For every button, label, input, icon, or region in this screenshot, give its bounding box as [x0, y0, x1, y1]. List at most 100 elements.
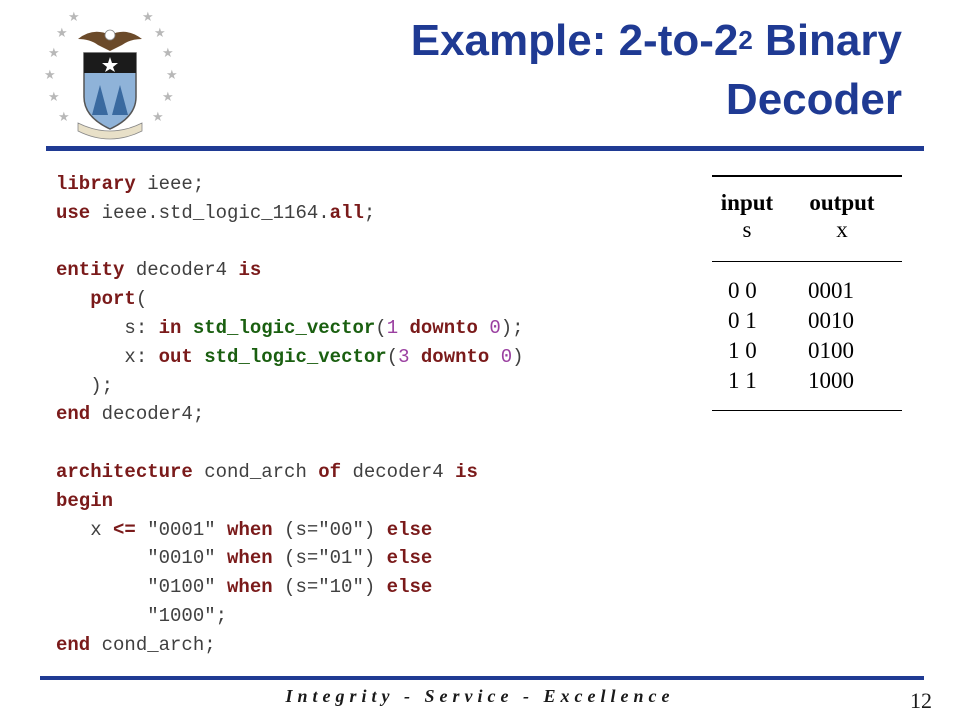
code-token: in	[158, 316, 182, 339]
title-superscript: 2	[738, 25, 753, 55]
code-token: decoder4	[124, 259, 239, 282]
code-line: ​	[56, 429, 524, 458]
svg-text:★: ★	[152, 110, 164, 125]
code-token: begin	[56, 489, 114, 512]
code-token: (s="10")	[272, 576, 387, 599]
table-row: 0 1 0010	[712, 306, 902, 336]
code-token: end	[56, 633, 91, 656]
code-line: port(	[56, 285, 524, 314]
code-token: is	[455, 460, 478, 483]
svg-text:★: ★	[162, 46, 174, 61]
code-token	[398, 317, 409, 339]
code-token: 3	[398, 345, 410, 368]
table-cell-output: 0100	[808, 337, 854, 363]
code-token: end	[56, 403, 91, 426]
code-token: 0	[489, 316, 501, 339]
code-token: "0010"	[56, 547, 228, 570]
code-line: s: in std_logic_vector(1 downto 0);	[56, 314, 524, 343]
code-token: all	[329, 201, 364, 224]
svg-text:★: ★	[58, 110, 70, 125]
svg-text:★: ★	[56, 26, 68, 41]
truth-table-mid-rule	[712, 260, 902, 262]
code-token: );	[500, 316, 524, 339]
code-line: "0100" when (s="10") else	[56, 573, 524, 602]
code-token: else	[386, 576, 433, 599]
code-token: s:	[56, 316, 159, 339]
code-token: when	[227, 518, 273, 541]
table-row: 0 0 0001	[712, 276, 902, 306]
slide-title: Example: 2-to-22 Binary Decoder	[262, 14, 902, 127]
svg-text:★: ★	[154, 26, 166, 41]
code-token	[193, 346, 204, 368]
code-token: cond_arch	[192, 460, 319, 483]
code-token: decoder4;	[90, 403, 205, 426]
title-line-1: Example: 2-to-22 Binary	[262, 14, 902, 73]
truth-table-body: 0 0 0001 0 1 0010 1 0 0100 1 1 1000	[712, 262, 902, 410]
code-token: std_logic_vector	[192, 316, 376, 339]
code-token: x	[56, 518, 114, 541]
svg-text:★: ★	[48, 90, 60, 105]
code-line: ​	[56, 228, 524, 257]
code-token: when	[227, 547, 273, 570]
code-token: architecture	[56, 460, 193, 483]
code-token: ;	[363, 201, 376, 224]
code-token: of	[318, 460, 342, 483]
code-line: );	[56, 372, 524, 401]
code-line: x: out std_logic_vector(3 downto 0)	[56, 343, 524, 372]
svg-text:★: ★	[48, 46, 60, 61]
code-token	[181, 317, 192, 339]
code-line: architecture cond_arch of decoder4 is	[56, 458, 524, 487]
subheader-x: x	[836, 216, 848, 242]
svg-text:★: ★	[68, 10, 80, 25]
code-line: "0010" when (s="01") else	[56, 544, 524, 573]
code-token: (s="01")	[272, 547, 387, 570]
svg-text:★: ★	[162, 90, 174, 105]
title-text: Example: 2-to-2	[410, 16, 739, 65]
code-token: 0	[500, 345, 513, 368]
table-row: 1 0 0100	[712, 336, 902, 366]
page-number: 12	[910, 688, 932, 713]
code-line: end cond_arch;	[56, 631, 524, 660]
header-input: input	[720, 189, 774, 215]
code-token: 1	[386, 316, 399, 339]
table-cell-output: 0001	[808, 277, 854, 303]
code-line: entity decoder4 is	[56, 256, 524, 285]
code-token: downto	[420, 345, 490, 368]
truth-table-subheader-row: s x	[712, 217, 902, 243]
subheader-s: s	[742, 216, 752, 242]
code-token	[56, 288, 90, 310]
code-token: out	[158, 345, 193, 368]
code-token: else	[386, 547, 433, 570]
code-token: entity	[56, 259, 125, 282]
truth-table-header-row: input output	[712, 189, 902, 217]
code-line: "1000";	[56, 602, 524, 631]
code-token: cond_arch;	[90, 633, 216, 656]
code-token: else	[386, 518, 433, 541]
table-row: 1 1 1000	[712, 366, 902, 396]
code-token: x:	[56, 345, 159, 368]
code-line: x <= "0001" when (s="00") else	[56, 516, 524, 545]
code-token: downto	[409, 316, 478, 339]
title-text-end: Binary	[752, 16, 902, 65]
code-token: )	[512, 345, 524, 368]
title-line-2: Decoder	[725, 75, 902, 124]
code-token: port	[90, 288, 136, 311]
code-token: when	[227, 576, 273, 599]
table-cell-input: 0 1	[728, 307, 757, 333]
top-divider	[46, 146, 924, 151]
bottom-divider	[40, 676, 924, 680]
code-line: use ieee.std_logic_1164.all;	[56, 199, 524, 228]
code-token	[489, 346, 500, 368]
code-token: "0100"	[56, 576, 228, 599]
code-line: library ieee;	[56, 170, 524, 199]
truth-table-top-rule	[712, 175, 902, 177]
code-token: (s="00")	[272, 518, 387, 541]
truth-table-bottom-rule	[712, 409, 902, 411]
svg-text:★: ★	[166, 68, 178, 83]
code-token: (	[386, 345, 399, 368]
code-token	[478, 317, 489, 339]
svg-text:★: ★	[142, 10, 154, 25]
code-token: (	[375, 316, 387, 339]
table-cell-input: 0 0	[728, 277, 757, 303]
code-token: library	[56, 173, 136, 195]
